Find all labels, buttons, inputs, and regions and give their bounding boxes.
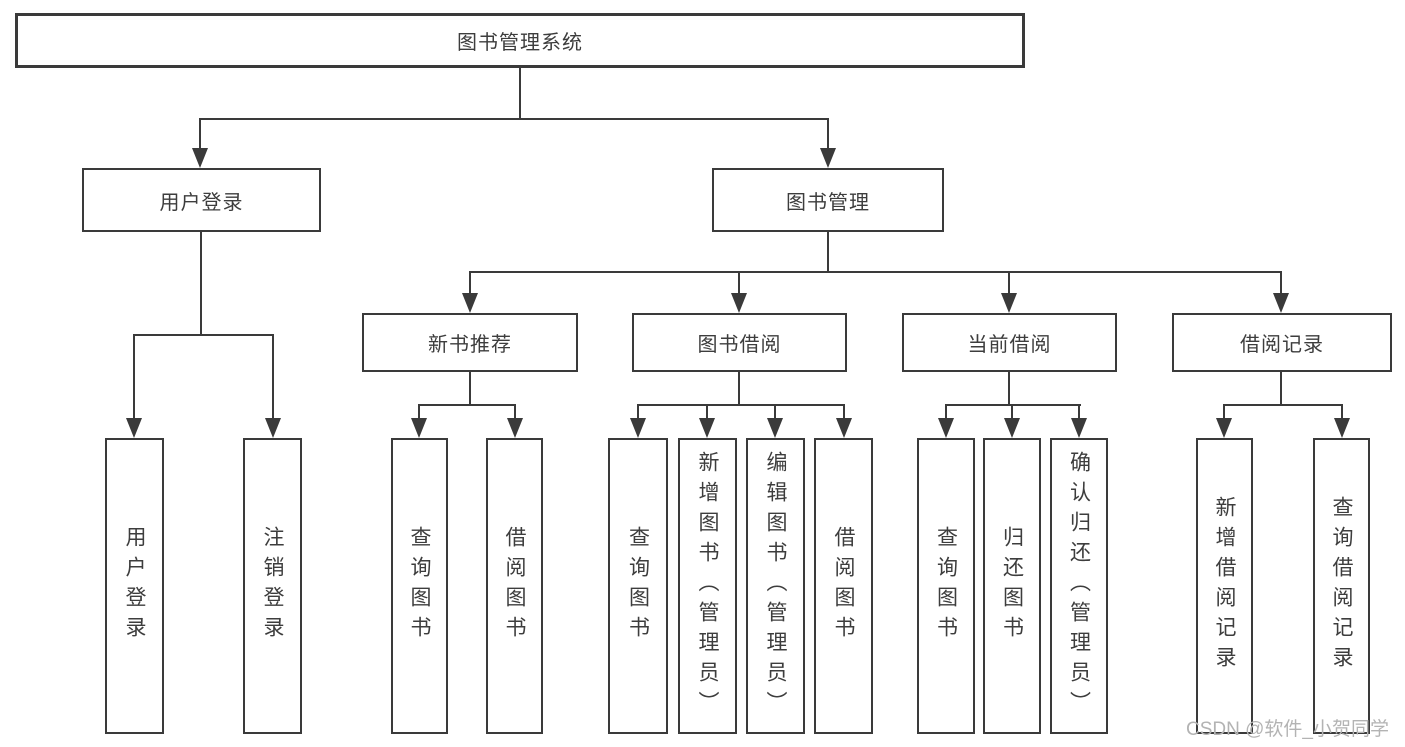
connector	[272, 334, 274, 420]
node-library-system: 图书管理系统	[15, 13, 1025, 68]
node-label: 图书借阅	[697, 334, 782, 356]
leaf-query-books-current: 查询图书	[917, 438, 975, 734]
leaf-query-books-recommend: 查询图书	[391, 438, 448, 734]
leaf-label: 归还图书	[1000, 526, 1024, 646]
leaf-query-borrow-record: 查询借阅记录	[1313, 438, 1370, 734]
node-current-borrowing: 当前借阅	[902, 313, 1117, 372]
leaf-user-login: 用户登录	[105, 438, 164, 734]
csdn-watermark: CSDN @软件_小贺同学	[1186, 719, 1389, 740]
leaf-label: 确认归还（管理员）	[1067, 451, 1091, 721]
arrow-down	[265, 418, 281, 438]
leaf-label: 借阅图书	[503, 526, 526, 646]
connector	[843, 404, 845, 420]
arrow-down	[462, 293, 478, 313]
arrow-down	[699, 418, 715, 438]
node-book-borrowing: 图书借阅	[632, 313, 847, 372]
leaf-borrow-books-recommend: 借阅图书	[486, 438, 543, 734]
node-new-book-recommendation: 新书推荐	[362, 313, 578, 372]
arrow-down	[192, 148, 208, 168]
connector	[1223, 404, 1343, 406]
node-user-login: 用户登录	[82, 168, 321, 232]
connector	[1280, 271, 1282, 295]
leaf-add-borrow-record: 新增借阅记录	[1196, 438, 1253, 734]
connector	[418, 404, 516, 406]
arrow-down	[1334, 418, 1350, 438]
leaf-borrow-books: 借阅图书	[814, 438, 873, 734]
arrow-down	[1004, 418, 1020, 438]
connector	[469, 372, 471, 406]
node-book-management: 图书管理	[712, 168, 944, 232]
connector	[133, 334, 135, 420]
arrow-down	[836, 418, 852, 438]
leaf-label: 查询图书	[408, 526, 431, 646]
arrow-down	[731, 293, 747, 313]
leaf-confirm-return-admin: 确认归还（管理员）	[1050, 438, 1108, 734]
leaf-label: 注销登录	[261, 526, 284, 646]
arrow-down	[1071, 418, 1087, 438]
leaf-edit-book-admin: 编辑图书（管理员）	[746, 438, 805, 734]
leaf-label: 用户登录	[123, 526, 146, 646]
connector	[945, 404, 947, 420]
arrow-down	[1216, 418, 1232, 438]
connector	[418, 404, 420, 420]
node-label: 图书管理	[786, 191, 870, 214]
arrow-down	[820, 148, 836, 168]
leaf-add-book-admin: 新增图书（管理员）	[678, 438, 737, 734]
connector	[514, 404, 516, 420]
connector	[945, 404, 1081, 406]
connector	[738, 372, 740, 406]
connector	[1223, 404, 1225, 420]
connector	[199, 118, 201, 150]
arrow-down	[411, 418, 427, 438]
arrow-down	[507, 418, 523, 438]
node-label: 图书管理系统	[457, 32, 583, 54]
connector	[1341, 404, 1343, 420]
connector	[1008, 372, 1010, 406]
connector	[827, 232, 829, 273]
arrow-down	[1273, 293, 1289, 313]
leaf-label: 新增借阅记录	[1213, 496, 1236, 676]
connector	[637, 404, 845, 406]
leaf-label: 查询图书	[626, 526, 650, 646]
connector	[133, 334, 274, 336]
connector	[199, 118, 829, 120]
arrow-down	[1001, 293, 1017, 313]
connector	[774, 404, 776, 420]
connector	[200, 232, 202, 336]
leaf-label: 编辑图书（管理员）	[764, 451, 787, 721]
connector	[1078, 404, 1080, 420]
connector	[1280, 372, 1282, 406]
connector	[706, 404, 708, 420]
connector	[827, 118, 829, 150]
node-label: 当前借阅	[967, 334, 1052, 356]
node-label: 新书推荐	[428, 334, 512, 356]
connector	[519, 68, 521, 120]
connector	[738, 271, 740, 295]
leaf-logout: 注销登录	[243, 438, 302, 734]
arrow-down	[630, 418, 646, 438]
arrow-down	[126, 418, 142, 438]
leaf-label: 查询借阅记录	[1330, 496, 1353, 676]
connector	[637, 404, 639, 420]
leaf-label: 查询图书	[934, 526, 958, 646]
leaf-label: 借阅图书	[832, 526, 855, 646]
node-label: 用户登录	[159, 191, 244, 214]
connector	[469, 271, 1282, 273]
node-label: 借阅记录	[1240, 334, 1324, 356]
connector	[469, 271, 471, 295]
leaf-return-books: 归还图书	[983, 438, 1041, 734]
arrow-down	[938, 418, 954, 438]
connector	[1008, 271, 1010, 295]
connector	[1011, 404, 1013, 420]
leaf-query-books-borrow: 查询图书	[608, 438, 668, 734]
leaf-label: 新增图书（管理员）	[696, 451, 719, 721]
arrow-down	[767, 418, 783, 438]
node-borrowing-records: 借阅记录	[1172, 313, 1392, 372]
